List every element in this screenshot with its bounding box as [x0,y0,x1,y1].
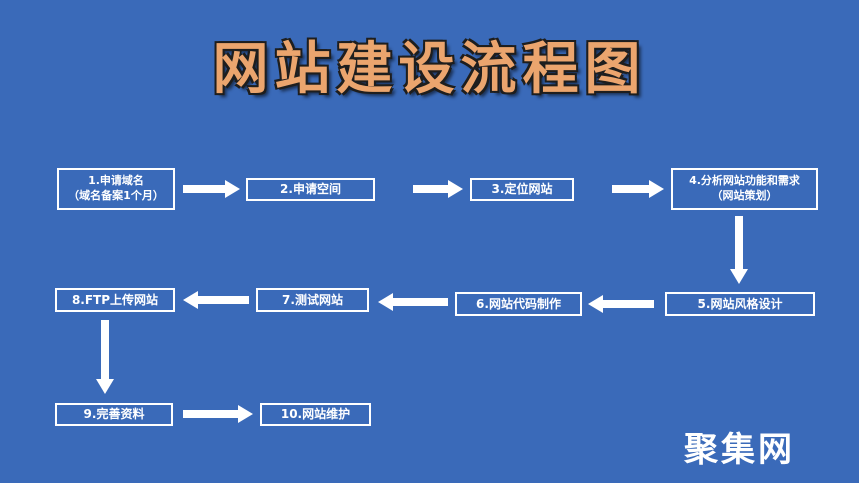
arrow-9-to-10 [183,405,253,423]
arrow-head-down-icon [730,269,748,284]
arrow-7-to-8 [183,291,249,309]
arrow-shaft [183,185,225,193]
arrow-5-to-6 [588,295,654,313]
arrow-3-to-4 [612,180,664,198]
flow-node-2: 2.申请空间 [246,178,375,201]
flow-node-3: 3.定位网站 [470,178,574,201]
arrow-head-left-icon [378,293,393,311]
arrow-shaft [183,410,238,418]
arrow-head-right-icon [649,180,664,198]
watermark: 聚集网 [684,430,795,470]
flow-node-5: 5.网站风格设计 [665,292,815,316]
arrow-1-to-2 [183,180,240,198]
arrow-shaft [393,298,448,306]
arrow-8-to-9 [96,320,114,394]
arrow-shaft [413,185,448,193]
flow-node-6: 6.网站代码制作 [455,292,582,316]
flow-node-9: 9.完善资料 [55,403,173,426]
arrow-6-to-7 [378,293,448,311]
diagram-title: 网站建设流程图 [212,37,647,102]
arrow-head-right-icon [225,180,240,198]
arrow-4-to-5 [730,216,748,284]
arrow-head-right-icon [448,180,463,198]
arrow-head-right-icon [238,405,253,423]
arrow-2-to-3 [413,180,463,198]
flow-node-4: 4.分析网站功能和需求 （网站策划） [671,168,818,210]
arrow-shaft [603,300,654,308]
flow-node-1: 1.申请域名 （域名备案1个月） [57,168,175,210]
flow-node-8: 8.FTP上传网站 [55,288,175,312]
arrow-head-left-icon [588,295,603,313]
arrow-shaft [735,216,743,269]
flow-node-7: 7.测试网站 [256,288,369,312]
arrow-head-left-icon [183,291,198,309]
arrow-head-down-icon [96,379,114,394]
arrow-shaft [612,185,649,193]
flow-node-10: 10.网站维护 [260,403,371,426]
arrow-shaft [198,296,249,304]
arrow-shaft [101,320,109,379]
